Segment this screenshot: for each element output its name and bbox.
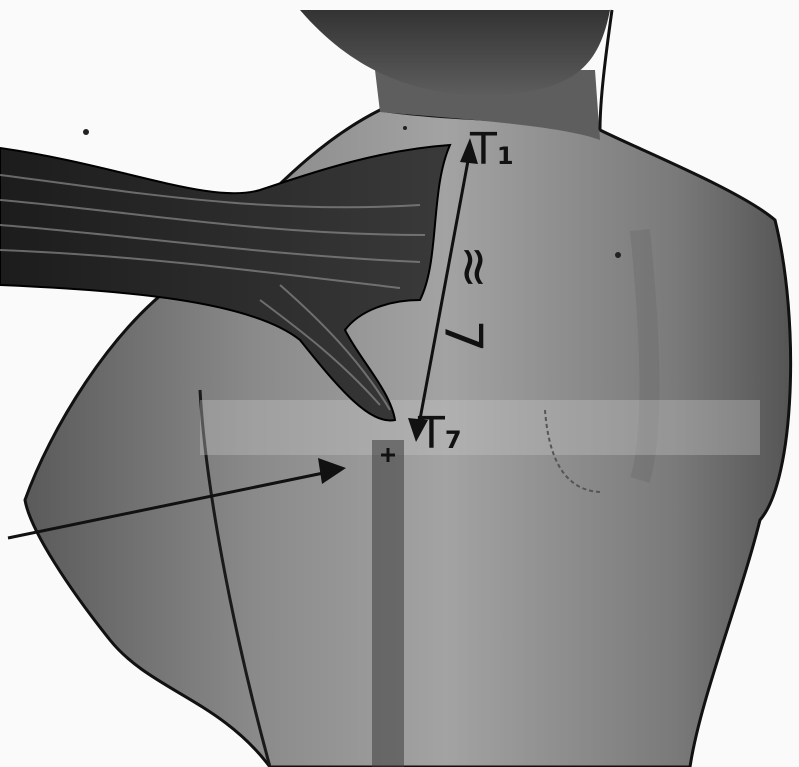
approx-symbol: ≈ xyxy=(448,244,502,289)
label-t1-letter: T xyxy=(470,124,497,175)
label-t7-letter: T xyxy=(418,408,445,459)
horizontal-band xyxy=(200,400,760,455)
label-t7-subscript: 7 xyxy=(445,426,462,454)
label-t1-subscript: 1 xyxy=(497,142,514,170)
spine-strip xyxy=(372,440,404,767)
distance-number: 7 xyxy=(437,319,489,352)
label-t1: T1 xyxy=(470,128,514,172)
label-t7: T7 xyxy=(418,412,462,456)
